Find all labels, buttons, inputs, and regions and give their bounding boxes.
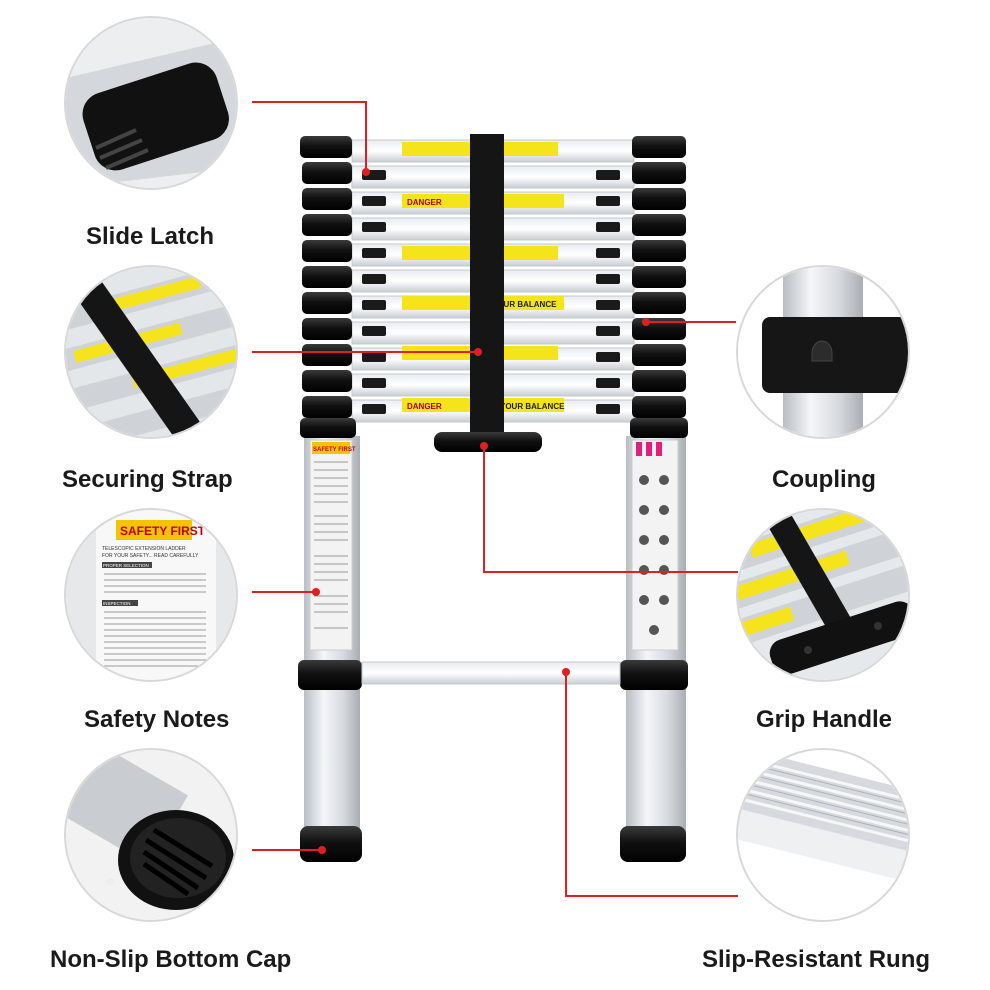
grip-handle-detail (736, 508, 910, 682)
safety-notes-subtitle-2: FOR YOUR SAFETY... READ CAREFULLY (102, 553, 199, 559)
left-couplings (300, 136, 356, 438)
safety-notes-section-2: INSPECTION (103, 601, 131, 606)
pictogram-sticker (631, 439, 679, 651)
slide-latch-label: Slide Latch (86, 223, 215, 250)
rung-detail (736, 748, 910, 922)
bottom-rung (361, 661, 621, 685)
safety-notes-subtitle-1: TELESCOPIC EXTENSION LADDER (102, 546, 186, 552)
bottom-cap-detail (64, 748, 238, 922)
non-slip-bottom-cap-label: Non-Slip Bottom Cap (50, 946, 292, 973)
coupling-detail (736, 265, 910, 439)
right-foot (620, 826, 686, 862)
slide-latch-detail (64, 16, 238, 190)
danger-label-2: DANGER (407, 402, 442, 411)
safety-sticker: SAFETY FIRST (309, 439, 356, 651)
coupling-label: Coupling (772, 466, 876, 493)
balance-label-1: YOUR BALANCE (492, 300, 557, 309)
slide-latches (362, 170, 620, 414)
leader-lines (252, 101, 738, 897)
safety-notes-heading: SAFETY FIRST (120, 524, 206, 538)
grip-handle-label: Grip Handle (756, 706, 893, 733)
right-couplings (630, 136, 688, 438)
danger-label-1: DANGER (407, 198, 442, 207)
grip-handle (434, 432, 542, 452)
securing-strap (470, 134, 504, 440)
safety-notes-detail: SAFETY FIRST TELESCOPIC EXTENSION LADDER… (64, 508, 238, 682)
safety-notes-label: Safety Notes (84, 706, 230, 733)
safety-notes-section-1: PROPER SELECTION (103, 563, 149, 568)
left-lower-coupling (298, 660, 362, 690)
right-lower-coupling (620, 660, 688, 690)
securing-strap-label: Securing Strap (62, 466, 233, 493)
slip-resistant-rung-label: Slip-Resistant Rung (702, 946, 931, 973)
left-foot (300, 826, 362, 862)
balance-label-2: YOUR BALANCE (500, 402, 565, 411)
safety-sticker-title: SAFETY FIRST (313, 447, 356, 453)
securing-strap-detail (64, 265, 238, 439)
leader-dots (312, 168, 650, 854)
